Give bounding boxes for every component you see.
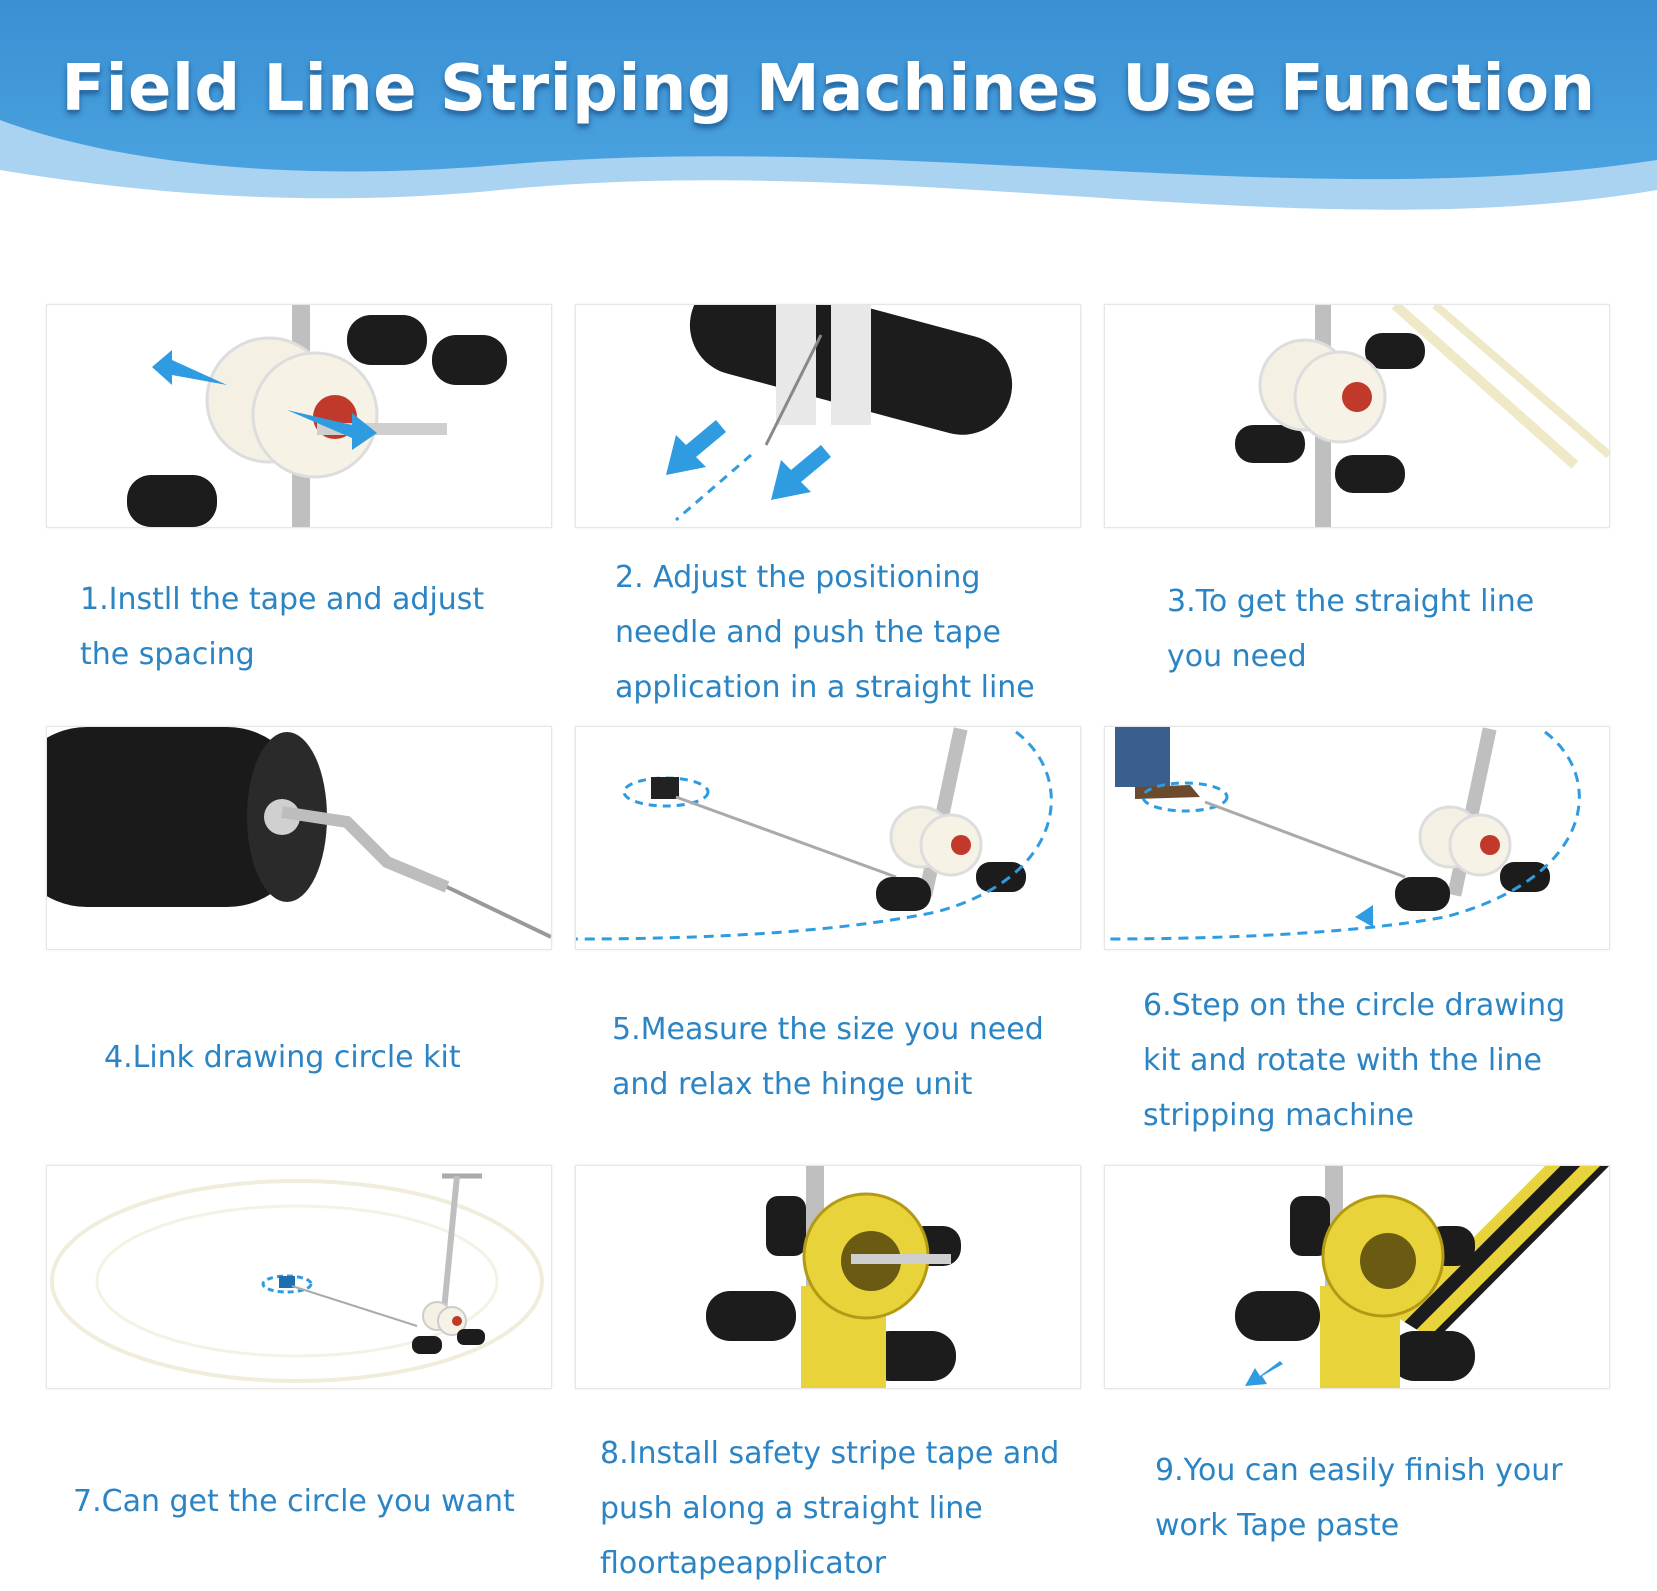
caption-line: the spacing (80, 637, 255, 672)
step-5-caption: 5.Measure the size you need and relax th… (612, 1002, 1044, 1112)
caption-line: kit and rotate with the line (1143, 1043, 1543, 1078)
header-banner: Field Line Striping Machines Use Functio… (0, 0, 1657, 240)
step-4-image (46, 726, 552, 950)
step-3-caption: 3.To get the straight line you need (1167, 574, 1534, 684)
caption-line: floortapeapplicator (600, 1546, 887, 1581)
step-1-image (46, 304, 552, 528)
page-title: Field Line Striping Machines Use Functio… (61, 52, 1596, 126)
step-5-image (575, 726, 1081, 950)
step-4-caption: 4.Link drawing circle kit (104, 1030, 461, 1085)
caption-line: 3.To get the straight line (1167, 584, 1535, 619)
step-2-caption: 2. Adjust the positioning needle and pus… (615, 550, 1035, 715)
step-6-image (1104, 726, 1610, 950)
caption-line: 1.Instll the tape and adjust (80, 582, 485, 617)
caption-line: 4.Link drawing circle kit (104, 1040, 461, 1075)
caption-line: 8.Install safety stripe tape and (600, 1436, 1060, 1471)
caption-line: you need (1167, 639, 1307, 674)
caption-line: stripping machine (1143, 1098, 1414, 1133)
caption-line: 5.Measure the size you need (612, 1012, 1044, 1047)
step-6-caption: 6.Step on the circle drawing kit and rot… (1143, 978, 1565, 1143)
step-9-caption: 9.You can easily finish your work Tape p… (1155, 1443, 1563, 1553)
step-8-caption: 8.Install safety stripe tape and push al… (600, 1426, 1059, 1591)
step-9-image (1104, 1165, 1610, 1389)
step-7-caption: 7.Can get the circle you want (73, 1474, 515, 1529)
step-8-image (575, 1165, 1081, 1389)
caption-line: 7.Can get the circle you want (73, 1484, 515, 1519)
step-7-image (46, 1165, 552, 1389)
banner-wave (0, 0, 1657, 210)
step-3-image (1104, 304, 1610, 528)
caption-line: work Tape paste (1155, 1508, 1400, 1543)
caption-line: 2. Adjust the positioning (615, 560, 981, 595)
caption-line: application in a straight line (615, 670, 1035, 705)
step-1-caption: 1.Instll the tape and adjust the spacing (80, 572, 484, 682)
caption-line: needle and push the tape (615, 615, 1001, 650)
caption-line: 9.You can easily finish your (1155, 1453, 1563, 1488)
step-2-image (575, 304, 1081, 528)
caption-line: 6.Step on the circle drawing (1143, 988, 1566, 1023)
caption-line: push along a straight line (600, 1491, 983, 1526)
caption-line: and relax the hinge unit (612, 1067, 973, 1102)
